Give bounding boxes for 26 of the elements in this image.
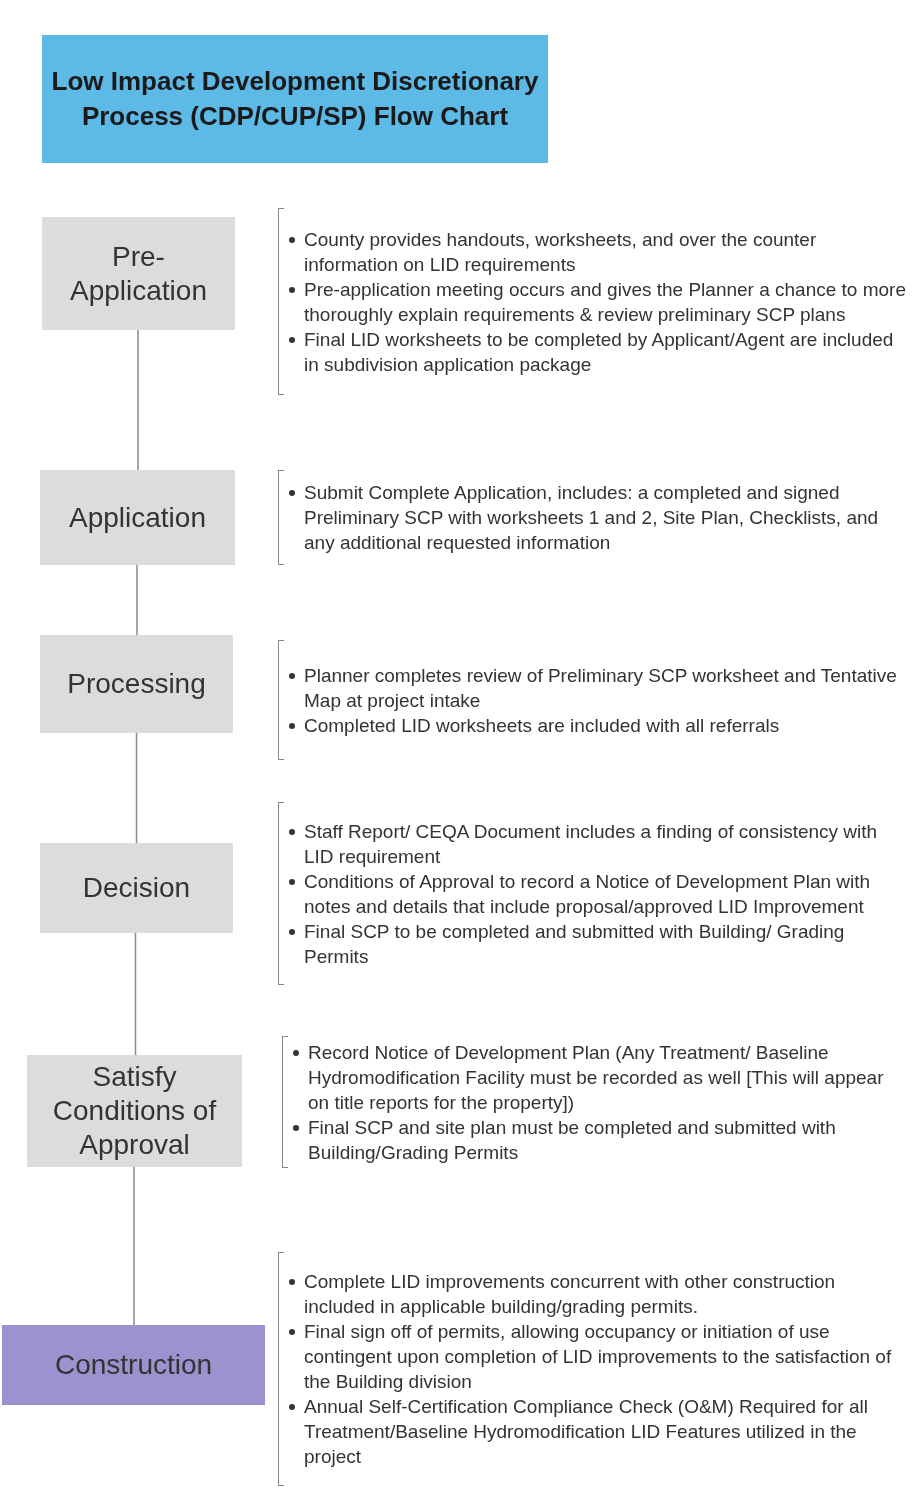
title-banner: Low Impact Development Discretionary Process (CDP/CUP/SP) Flow Chart [42, 35, 548, 163]
bullet-text: Final SCP to be completed and submitted with Building/ Grading Permits [304, 920, 845, 967]
stage-box: Satisfy Conditions of Approval [27, 1055, 242, 1167]
bullet-text: Record Notice of Development Plan (Any Treatment/ Baseline Hydromodification Facility must be recorded as well [This will appear on title reports for the property]) [308, 1041, 884, 1113]
bullet-text: Final SCP and site plan must be completed and submitted with Building/Grading Permits [308, 1116, 836, 1163]
bullet-text: Complete LID improvements concurrent with other construction included in applicable building/grading permits. [304, 1271, 836, 1317]
bullet-text: Annual Self-Certification Compliance Check (O&M) Required for all Treatment/Baseline Hydromodification LID Features utilized in the project [304, 1396, 868, 1467]
connector-line [134, 932, 137, 1056]
connector-line [136, 564, 138, 636]
connector-line [133, 1166, 135, 1326]
stage-box: Decision [40, 843, 233, 933]
bullet-text: County provides handouts, worksheets, and over the counter information on LID requirements [304, 228, 817, 275]
bullet-text: Submit Complete Application, includes: a completed and signed Preliminary SCP with worksheets 1 and 2, Site Plan, Checklists, and any additional requested information [304, 482, 879, 553]
stage-box: Pre-Application [42, 217, 235, 330]
connector-line [135, 732, 138, 844]
stage-box: Application [40, 470, 235, 565]
bullet-text: Planner completes review of Preliminary SCP worksheet and Tentative Map at project intake [304, 664, 897, 711]
bullet-text: Final sign off of permits, allowing occupancy or initiation of use contingent upon completion of LID improvements to the satisfaction of the Building division [304, 1321, 892, 1392]
stage-box: Processing [40, 635, 233, 733]
bullet-text: Completed LID worksheets are included with all referrals [304, 714, 780, 736]
bullet-text: Pre-application meeting occurs and gives the Planner a chance to more thoroughly explain requirements & review preliminary SCP plans [304, 278, 906, 325]
stage-box: Construction [2, 1325, 265, 1405]
bullet-text: Conditions of Approval to record a Notice of Development Plan with notes and details that include proposal/approved LID Improvement [304, 870, 871, 917]
bullet-text: Final LID worksheets to be completed by Applicant/Agent are included in subdivision application package [304, 328, 894, 375]
bullet-text: Staff Report/ CEQA Document includes a finding of consistency with LID requirement [304, 820, 878, 867]
connector-line [137, 329, 139, 471]
